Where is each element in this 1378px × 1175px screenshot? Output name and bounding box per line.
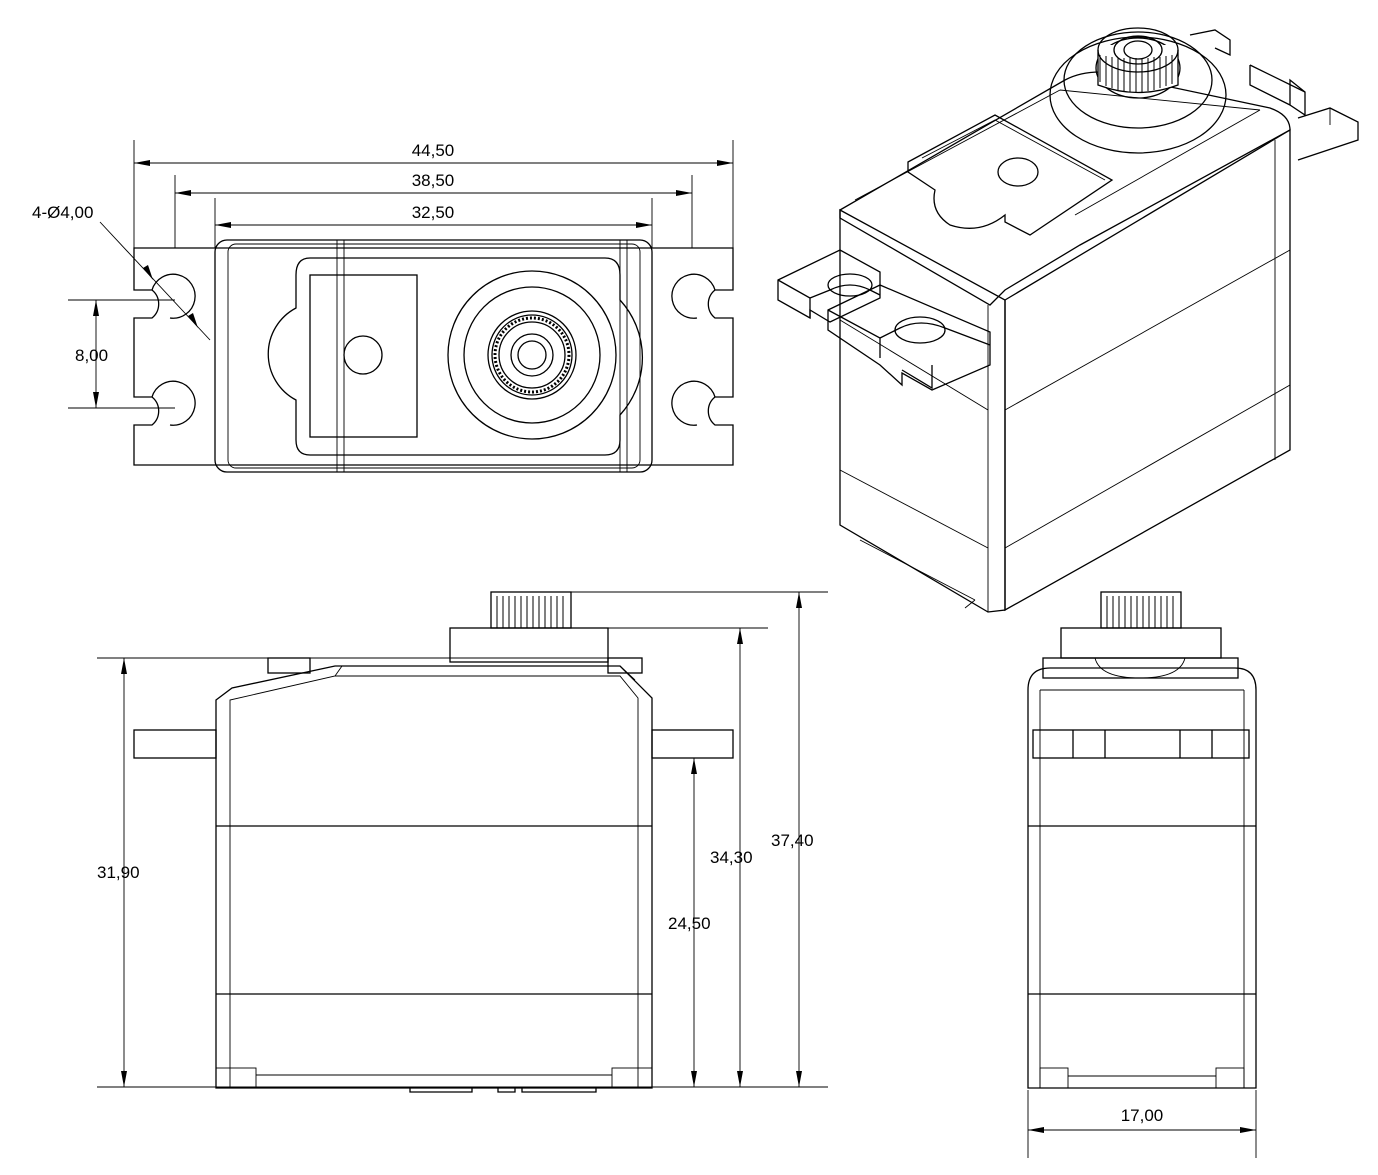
dim-label-tab-height: 24,50 — [668, 914, 711, 933]
dim-label-body-width: 32,50 — [412, 203, 455, 222]
dim-hole-spacing: 38,50 — [175, 171, 692, 196]
front-view: 31,90 24,50 34,30 37,40 — [97, 591, 828, 1093]
side-view: 17,00 — [1027, 591, 1257, 1158]
dim-overall-width: 44,50 — [134, 141, 733, 166]
dim-body-width: 32,50 — [215, 203, 652, 228]
dim-label-hole-pitch: 8,00 — [75, 346, 108, 365]
dim-body-height: 31,90 — [97, 658, 140, 1087]
dim-label-hole-spacing: 38,50 — [412, 171, 455, 190]
dim-total-height: 37,40 — [771, 592, 814, 1087]
dim-depth: 17,00 — [1027, 1090, 1257, 1158]
dim-mount-holes: 4-Ø4,00 — [32, 203, 211, 341]
dim-label-depth: 17,00 — [1121, 1106, 1164, 1125]
dim-tab-height: 24,50 — [668, 758, 711, 1087]
dim-hole-pitch: 8,00 — [68, 299, 175, 409]
dim-label-mount-holes: 4-Ø4,00 — [32, 203, 93, 222]
dim-label-hub-height: 34,30 — [710, 848, 753, 867]
isometric-view — [777, 27, 1359, 613]
dim-label-body-height: 31,90 — [97, 863, 140, 882]
dim-hub-height: 34,30 — [710, 628, 753, 1087]
top-view: 44,50 38,50 32,50 4-Ø4,00 — [32, 140, 734, 473]
dim-label-overall-width: 44,50 — [412, 141, 455, 160]
dim-label-total-height: 37,40 — [771, 831, 814, 850]
